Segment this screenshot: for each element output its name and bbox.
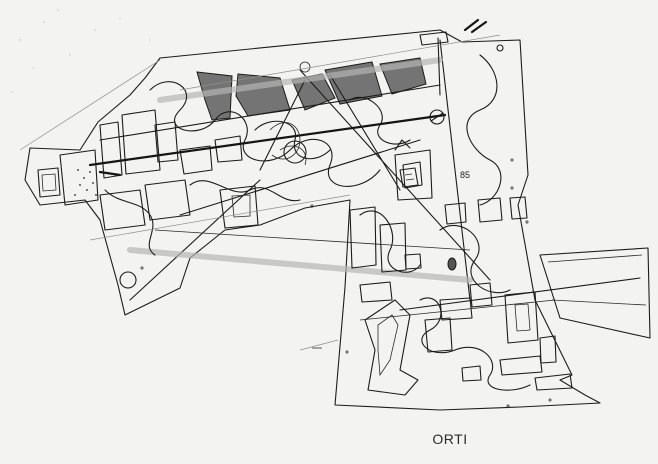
blocks (37, 109, 573, 391)
cross-markers (140, 158, 552, 408)
annex-right (539, 247, 651, 339)
paper-speckle (11, 9, 151, 93)
paths-organic (104, 54, 531, 391)
construction-lines (19, 34, 501, 351)
circles (119, 44, 504, 289)
diagonal-marks (463, 18, 488, 34)
axes (88, 31, 641, 321)
area-label: 85 (460, 170, 470, 180)
hatch-dots (74, 169, 97, 196)
central-compound (394, 139, 419, 188)
drawing-caption: ORTI (432, 431, 468, 447)
site-boundary-main (24, 29, 601, 411)
lower-forms (364, 297, 473, 396)
